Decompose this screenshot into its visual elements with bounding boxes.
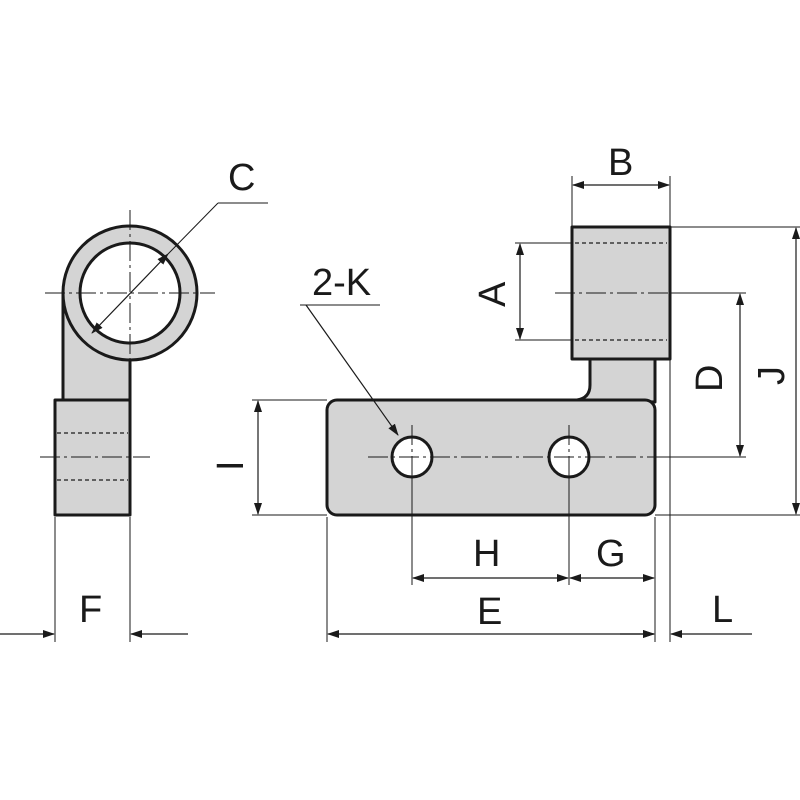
dimension-label-l: L	[712, 589, 733, 631]
front-view: 2-K B A D J I H	[210, 142, 800, 642]
dimension-label-j: J	[751, 366, 793, 385]
dimension-label-b: B	[608, 142, 633, 184]
hole-k-leader	[305, 304, 399, 436]
front-view-stem	[575, 356, 657, 404]
dimension-label-g: G	[596, 533, 626, 575]
dimension-label-c: C	[228, 157, 255, 199]
dimension-label-a: A	[472, 281, 514, 307]
dimension-label-i: I	[210, 460, 252, 471]
dimension-label-k: 2-K	[312, 262, 371, 304]
diameter-c-leader	[167, 202, 219, 255]
diameter-c-leader	[91, 253, 169, 334]
dimension-label-f: F	[79, 589, 102, 631]
dimension-label-e: E	[477, 591, 502, 633]
side-view: C F	[0, 157, 268, 642]
dimension-label-d: D	[689, 365, 731, 392]
dimension-label-h: H	[473, 533, 500, 575]
